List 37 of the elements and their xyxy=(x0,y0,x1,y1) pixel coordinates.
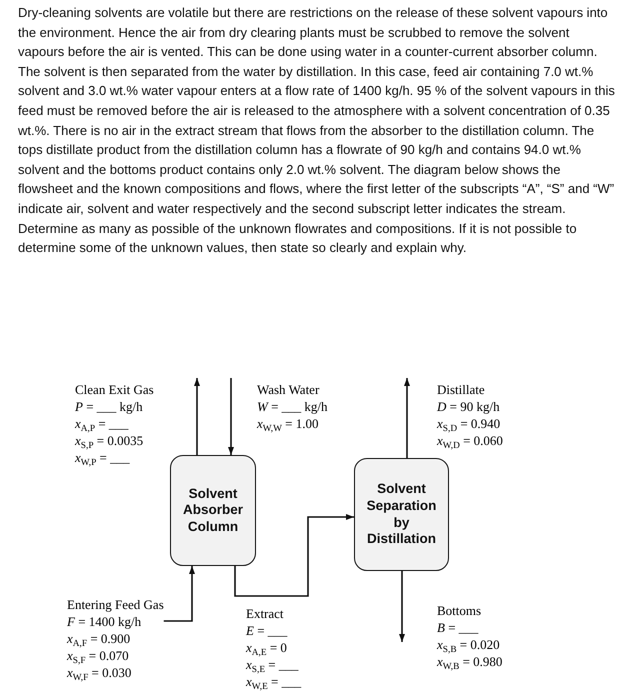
stream-variable: x$_{S,D}$ = 0.940 xyxy=(437,415,500,432)
stream-variable: x$_{W,D}$ = 0.060 xyxy=(437,432,503,449)
stream-name: Clean Exit Gas xyxy=(75,381,154,398)
stream-variable: P = ___ kg/h xyxy=(75,398,143,415)
stream-variable: x$_{W,B}$ = 0.980 xyxy=(437,654,502,670)
stream-name: Bottoms xyxy=(437,602,482,619)
distillation-column-box xyxy=(354,458,449,571)
stream-name: Extract xyxy=(246,605,284,622)
unit-label: Solvent Separation by Distillation xyxy=(366,481,438,548)
flow-arrow xyxy=(164,566,195,622)
stream-name: Distillate xyxy=(437,381,485,398)
stream-variable: x$_{W,W}$ = 1.00 xyxy=(257,415,318,432)
stream-variable: E = ___ xyxy=(246,622,288,639)
stream-variable: x$_{A,F}$ = 0.900 xyxy=(67,630,130,647)
stream-variable: x$_{W,P}$ = ___ xyxy=(75,450,130,466)
stream-variable: x$_{A,E}$ = 0 xyxy=(246,639,287,656)
flow-arrow xyxy=(234,514,354,597)
stream-variable: B = ___ xyxy=(437,619,478,636)
stream-name: Entering Feed Gas xyxy=(67,596,164,613)
problem-statement: Dry-cleaning solvents are volatile but there are restrictions on the release of these solvent vapours into the environment. Hence the air from dry clearing plants must be scrubbed to remove the solvent vapours before the air is vented. This can be done using water in a counter-current absorber column. The solvent is then separated from the water by distillation. In this case, feed air containing 7.0 wt.% solvent and 3.0 wt.% water vapour enters at a flow rate of 1400 kg/h. 95 % of the solvent vapours in this feed must be removed before the air is released to the atmosphere with a solvent concentration of 0.35 wt.%. There is no air in the extract stream that flows from the absorber to the distillation column. The tops distillate product from the distillation column has a flowrate of 90 kg/h and contains 94.0 wt.% solvent and the bottoms product contains only 2.0 wt.% solvent. The diagram below shows the flowsheet and the known compositions and flows, where the first letter of the subscripts “A”, “S” and “W” indicate air, solvent and water respectively and the second subscript letter indicates the stream. Determine as many as possible of the unknown flowrates and compositions. If it is not possible to determine some of the unknown values, then state so clearly and explain why. xyxy=(18,4,616,258)
stream-variable: x$_{A,P}$ = ___ xyxy=(75,415,128,432)
stream-variable: x$_{S,F}$ = 0.070 xyxy=(67,648,129,664)
flow-arrow xyxy=(399,571,405,642)
stream-variable: W = ___ kg/h xyxy=(257,398,328,415)
stream-variable: x$_{S,P}$ = 0.0035 xyxy=(75,432,144,449)
stream-variable: x$_{W,E}$ = ___ xyxy=(246,674,302,690)
stream-name: Wash Water xyxy=(257,381,320,398)
absorber-column-box xyxy=(170,455,256,566)
stream-variable: F = 1400 kg/h xyxy=(67,613,142,630)
stream-variable: x$_{S,E}$ = ___ xyxy=(246,656,298,673)
flow-arrow xyxy=(194,378,200,455)
flow-arrow xyxy=(228,378,234,455)
stream-variable: D = 90 kg/h xyxy=(437,398,500,415)
stream-variable: x$_{S,B}$ = 0.020 xyxy=(437,636,500,653)
unit-label: Solvent Absorber Column xyxy=(182,486,244,536)
stream-variable: x$_{W,F}$ = 0.030 xyxy=(67,664,132,681)
flow-arrow xyxy=(404,378,410,458)
